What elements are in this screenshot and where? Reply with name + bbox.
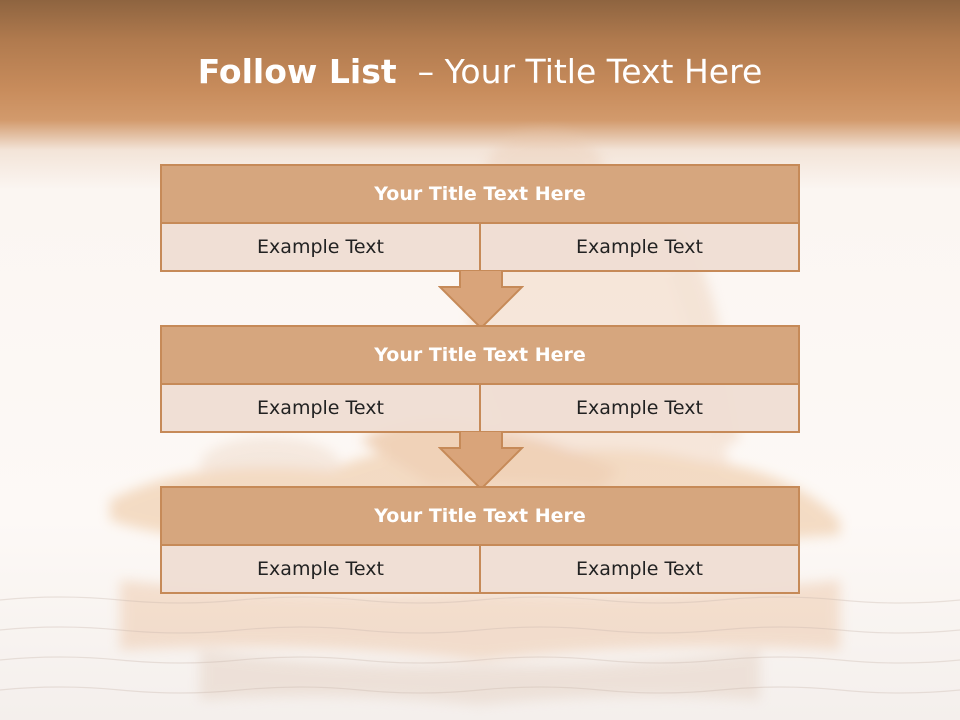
step-cell-right: Example Text: [576, 397, 703, 419]
step-title: Your Title Text Here: [162, 166, 798, 224]
title-separator: –: [417, 52, 435, 91]
step-cell-right: Example Text: [576, 236, 703, 258]
step-box-2: Your Title Text Here Example Text Exampl…: [160, 325, 800, 433]
down-arrow-icon: [438, 270, 524, 330]
slide-title: Follow List – Your Title Text Here: [0, 52, 960, 91]
step-cell-left: Example Text: [162, 224, 481, 270]
step-cell-left: Example Text: [162, 385, 481, 431]
step-box-1: Your Title Text Here Example Text Exampl…: [160, 164, 800, 272]
step-title: Your Title Text Here: [162, 488, 798, 546]
title-subtitle: Your Title Text Here: [444, 52, 763, 91]
step-cell-left: Example Text: [162, 546, 481, 592]
step-row: Example Text Example Text: [162, 224, 798, 270]
step-box-3: Your Title Text Here Example Text Exampl…: [160, 486, 800, 594]
title-main: Follow List: [197, 52, 397, 91]
step-cell-right: Example Text: [576, 558, 703, 580]
down-arrow-icon: [438, 431, 524, 491]
step-title: Your Title Text Here: [162, 327, 798, 385]
step-row: Example Text Example Text: [162, 546, 798, 592]
step-row: Example Text Example Text: [162, 385, 798, 431]
